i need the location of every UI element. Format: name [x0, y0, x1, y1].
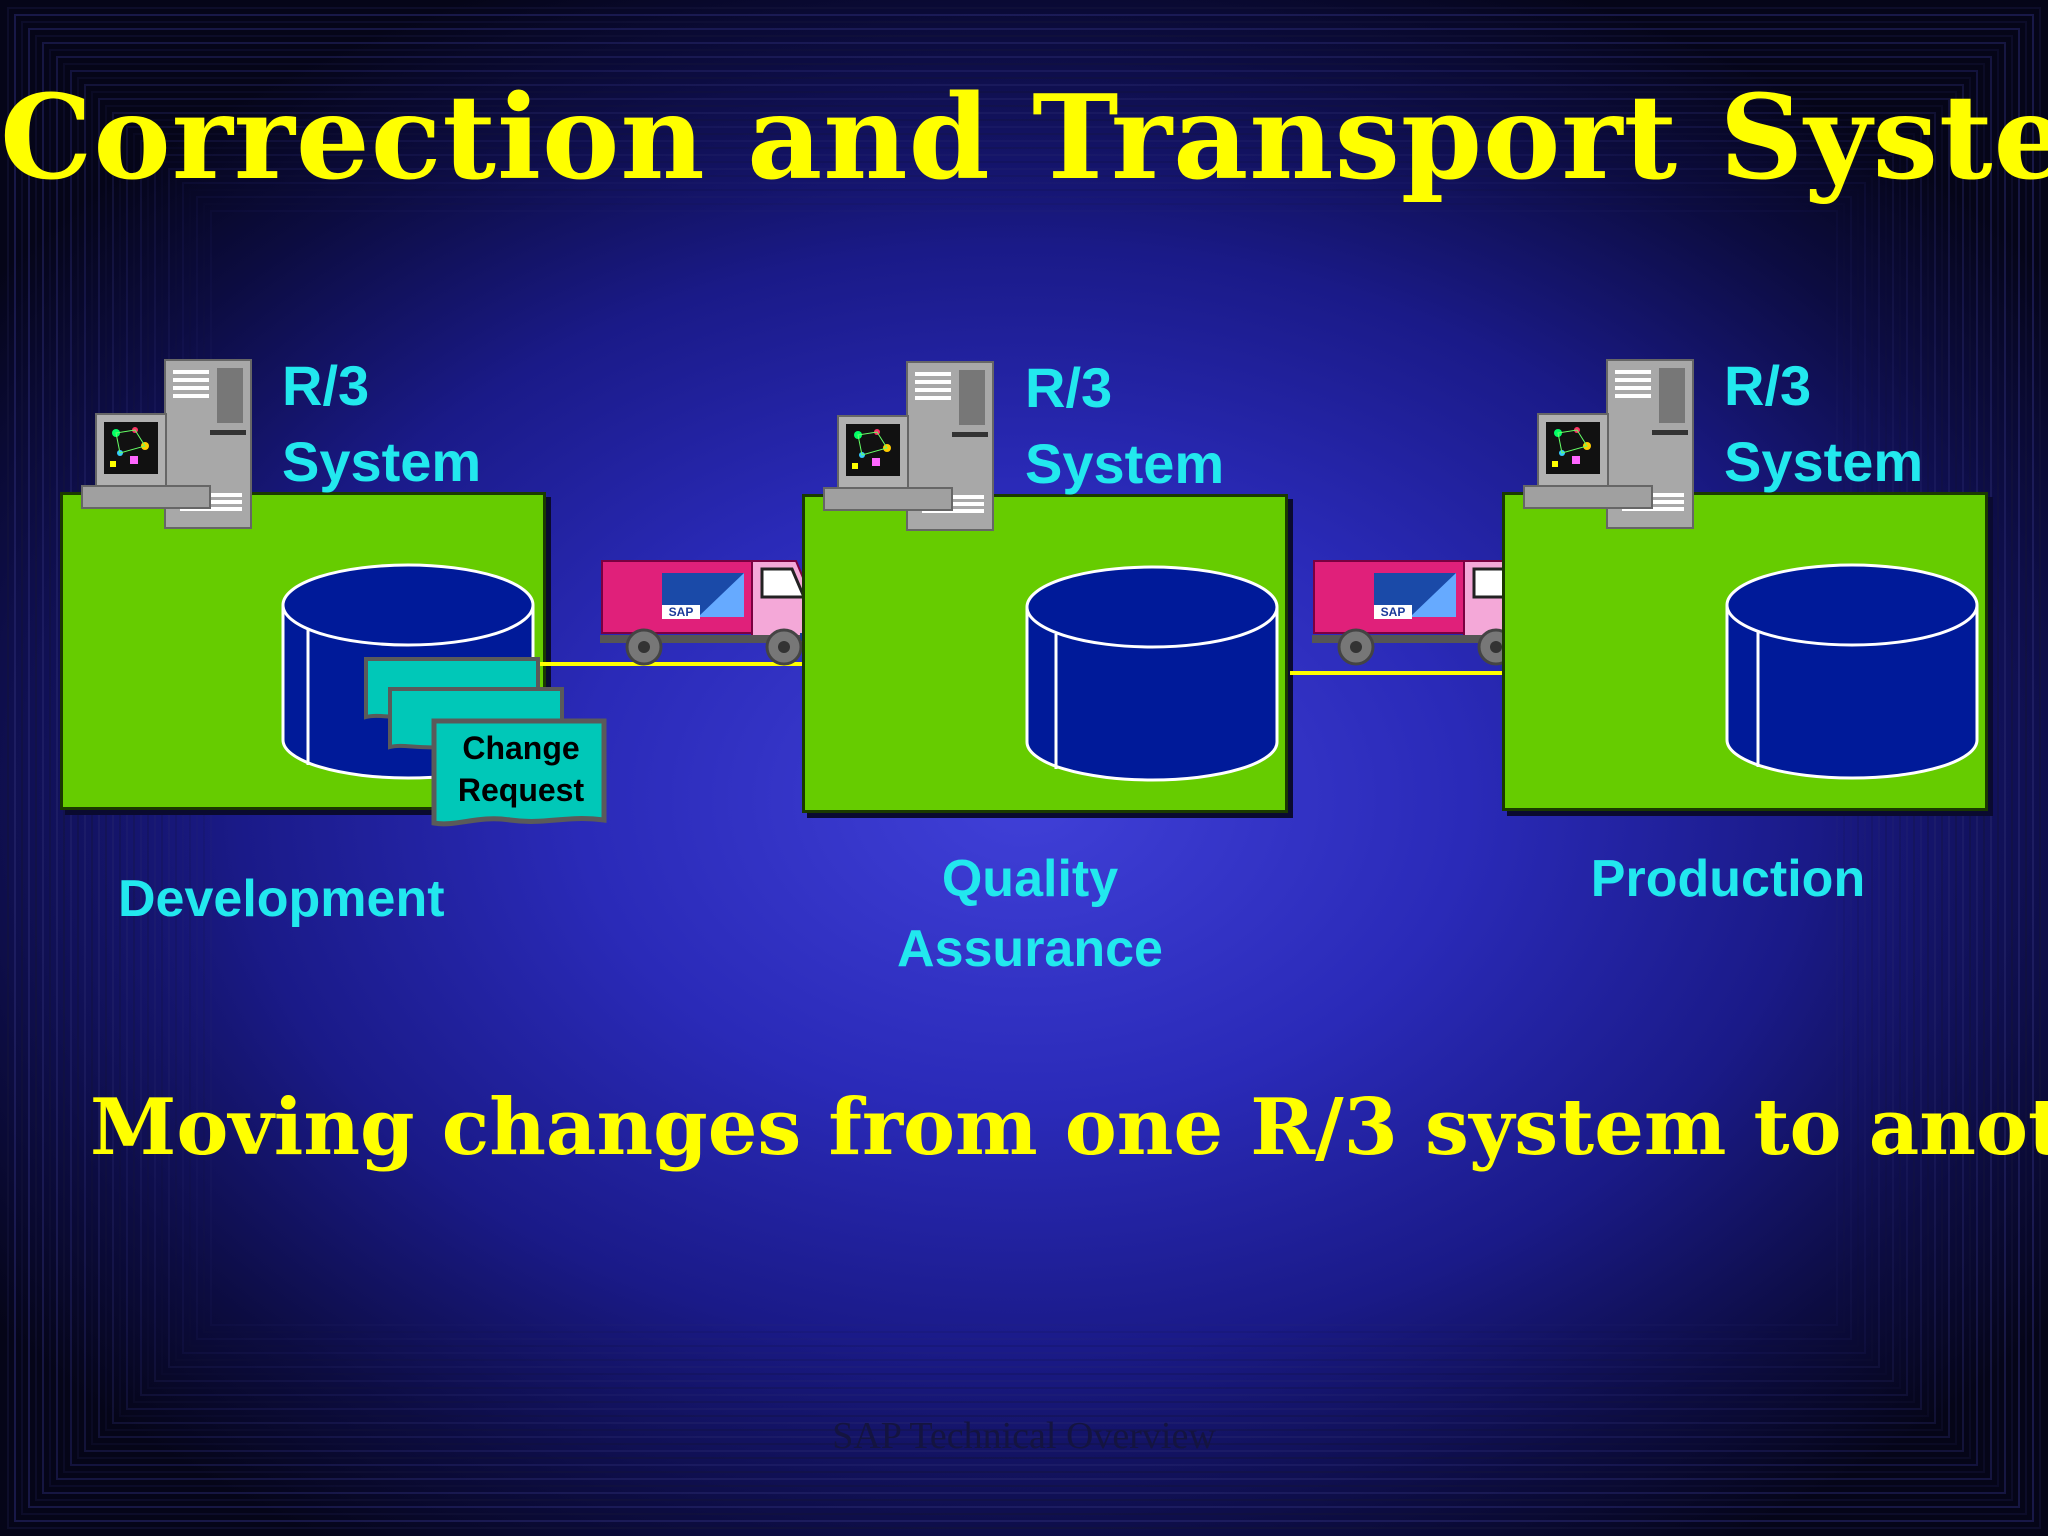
development-stage-line1: Development: [118, 870, 445, 928]
development-label-line2: System: [282, 429, 482, 493]
qa-stage-line2: Assurance: [897, 920, 1163, 979]
production-system-label: R/3 System: [1724, 348, 1923, 499]
truck-1-logo: SAP: [669, 605, 694, 619]
qa-computer-icon: [823, 361, 994, 531]
production-computer-icon: [1523, 359, 1694, 529]
truck-icon-1: SAP: [600, 560, 824, 666]
production-database-icon: [1725, 563, 1979, 780]
qa-stage-label: Quality Assurance: [830, 844, 1230, 984]
slide-footer: SAP Technical Overview: [832, 1415, 1216, 1457]
development-system-label: R/3 System: [282, 348, 481, 499]
change-request-line2: Request: [457, 771, 585, 808]
qa-database-icon: [1025, 565, 1279, 782]
qa-label-line1: R/3: [1025, 356, 1113, 419]
slide-title: Correction and Transport System: [0, 70, 2048, 206]
production-label-line2: System: [1724, 429, 1924, 493]
production-label-line1: R/3: [1724, 354, 1812, 417]
development-label-line1: R/3: [282, 354, 370, 417]
development-computer-icon: [81, 359, 252, 529]
qa-label-line2: System: [1025, 431, 1225, 495]
production-stage-label: Production: [1528, 844, 1928, 914]
document-stack-icon: [364, 657, 607, 827]
change-request-label: Change Request: [446, 728, 596, 811]
qa-stage-line1: Quality: [941, 850, 1119, 908]
development-stage-label: Development: [118, 864, 498, 934]
change-request-line1: Change: [462, 730, 580, 766]
production-stage-line1: Production: [1590, 850, 1866, 908]
slide-subtitle: Moving changes from one R/3 system to an…: [90, 1082, 2048, 1173]
truck-2-logo: SAP: [1381, 605, 1406, 619]
qa-system-label: R/3 System: [1025, 350, 1224, 501]
